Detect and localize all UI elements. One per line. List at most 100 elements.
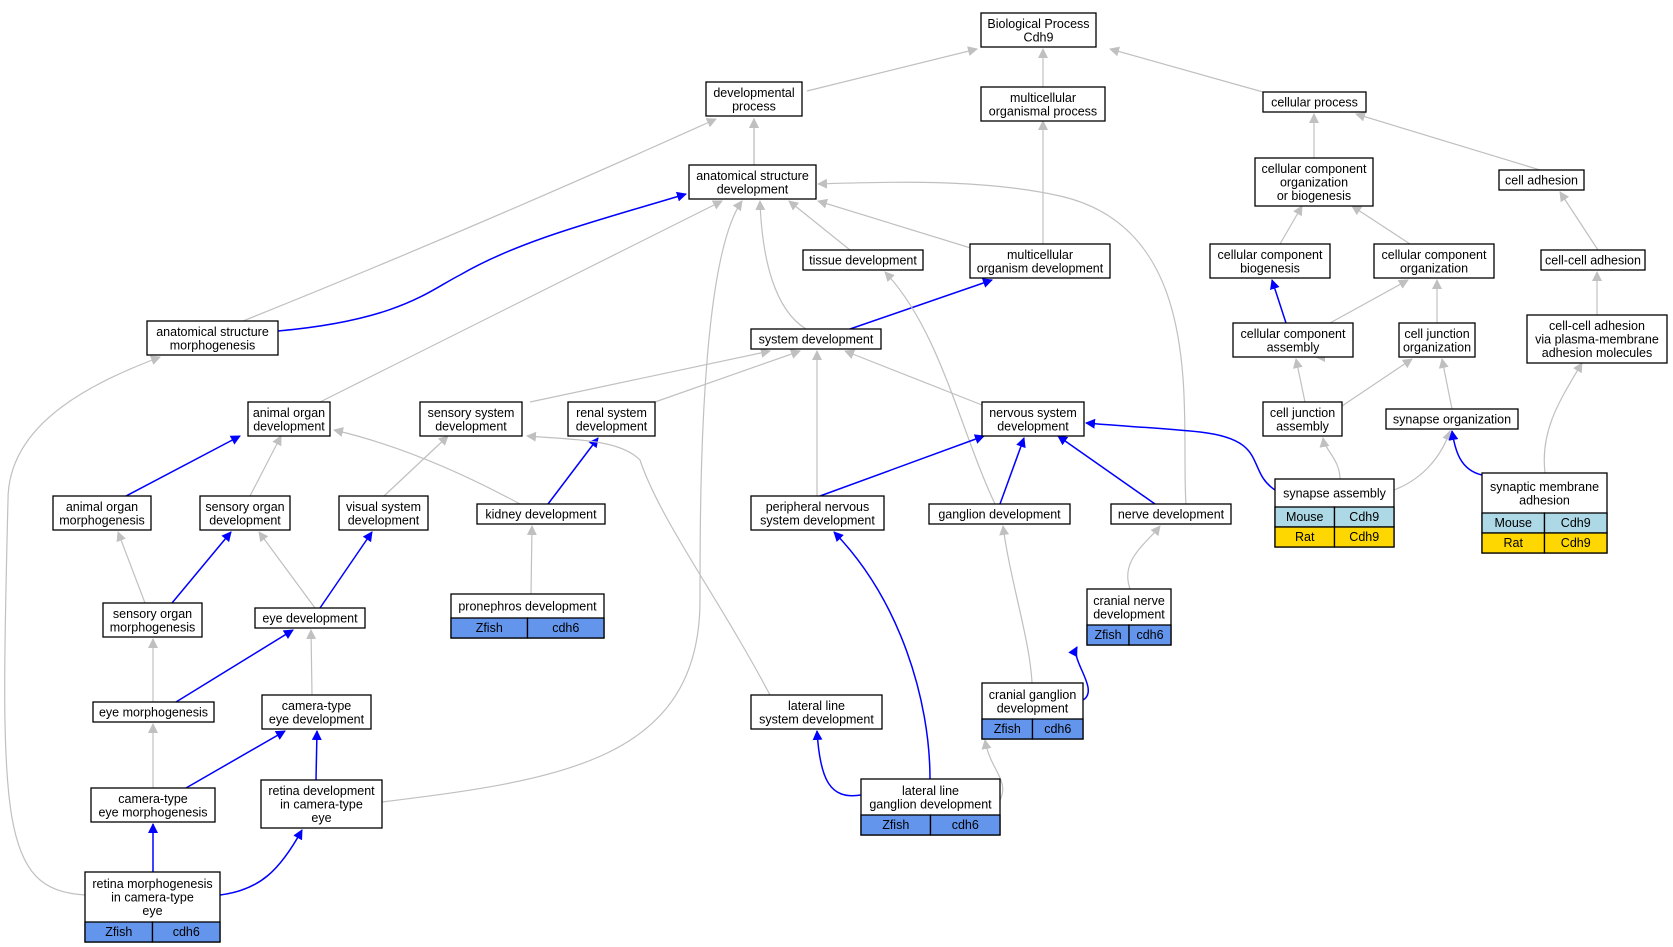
node-label: system development [760, 513, 875, 527]
node-nerve[interactable]: nerve development [1110, 503, 1232, 525]
node-gang[interactable]: ganglion development [928, 503, 1071, 525]
node-label: development [253, 419, 325, 433]
edge-cnd-to-nerve [1127, 525, 1161, 590]
node-eyed[interactable]: eye development [254, 607, 366, 629]
node-cca[interactable]: cell-cell adhesion [1540, 249, 1646, 271]
node-label: multicellular [1010, 91, 1076, 105]
edge-vsd-to-ssd [383, 435, 449, 497]
edge-rmct-to-rdct [219, 829, 303, 896]
edge-cja-to-ccasm [1292, 358, 1306, 403]
node-box [1262, 401, 1343, 437]
edge-mod-to-asd [817, 198, 975, 250]
node-box [1232, 322, 1354, 358]
node-label: development [717, 182, 789, 196]
edge-aom-to-aod [125, 435, 241, 497]
gene-label: Cdh9 [1561, 516, 1591, 530]
node-sysdev[interactable]: system development [750, 328, 882, 350]
node-label: Biological Process [987, 17, 1089, 31]
gene-label: Cdh9 [1349, 510, 1379, 524]
node-so[interactable]: synapse organization [1385, 408, 1519, 430]
node-label: biogenesis [1240, 261, 1300, 275]
node-box [1209, 243, 1331, 279]
edge-ccasm-to-cco [1329, 279, 1409, 324]
node-label: visual system [346, 500, 421, 514]
edge-llsd-to-ssd [526, 431, 771, 696]
annotation-cell [1543, 532, 1608, 554]
edge-cgd-to-gang [999, 525, 1033, 684]
node-box [1398, 322, 1476, 358]
node-label: retina development [268, 784, 375, 798]
edge-dev-to-bio [806, 46, 978, 92]
node-tissue[interactable]: tissue development [802, 249, 924, 271]
edges-layer [4, 46, 1602, 896]
node-label: development [435, 419, 507, 433]
node-label: eye [142, 904, 162, 918]
node-label: pronephros development [458, 600, 597, 614]
node-label: cellular component [1382, 248, 1487, 262]
node-label: cell-cell adhesion [1545, 254, 1641, 268]
edge-rdct-to-asd [381, 200, 743, 803]
edge-sa-to-so [1393, 430, 1452, 491]
species-label: Zfish [476, 621, 503, 635]
node-label: synaptic membrane [1490, 480, 1599, 494]
node-cell[interactable]: cellular process [1262, 91, 1367, 113]
node-label: system development [759, 712, 874, 726]
species-label: Mouse [1494, 516, 1532, 530]
node-box [567, 401, 656, 437]
node-eyem[interactable]: eye morphogenesis [92, 701, 215, 723]
node-label: sensory system [428, 406, 515, 420]
node-label: animal organ [66, 500, 138, 514]
gene-label: cdh6 [173, 925, 200, 939]
edge-rsd-to-sysdev [654, 349, 801, 403]
node-label: multicellular [1007, 248, 1073, 262]
species-label: Zfish [1094, 628, 1121, 642]
node-label: nerve development [1118, 508, 1225, 522]
node-kid[interactable]: kidney development [476, 503, 606, 525]
edge-gang-to-tissue [884, 271, 996, 505]
node-box [1373, 243, 1495, 279]
node-label: cellular component [1262, 162, 1367, 176]
node-box [1262, 91, 1367, 113]
node-box [1498, 169, 1585, 191]
nodes-layer: Biological ProcessCdh9developmentalproce… [52, 12, 1668, 943]
edge-sma-to-so [1448, 430, 1483, 476]
node-label: cell junction [1404, 327, 1469, 341]
species-label: Rat [1504, 536, 1524, 550]
node-adh[interactable]: cell adhesion [1498, 169, 1585, 191]
edge-cell-to-bio [1109, 46, 1264, 93]
node-box [338, 495, 429, 531]
